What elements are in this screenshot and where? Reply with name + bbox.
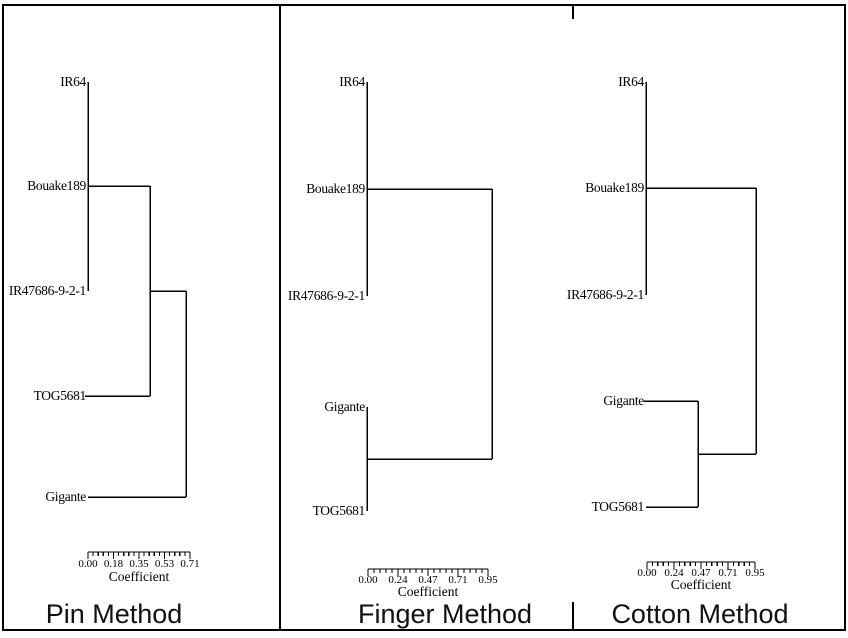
taxon-label-cotton-2: IR47686-9-2-1 xyxy=(566,287,644,302)
axis-ruler-finger xyxy=(367,568,489,576)
taxon-label-finger-3: Gigante xyxy=(324,399,365,414)
axis-title-cotton: Coefficient xyxy=(670,577,732,592)
panel-divider-finger-cotton xyxy=(572,602,574,629)
axis-tick-label-finger-3: 0.71 xyxy=(448,574,468,586)
taxon-label-finger-0: IR64 xyxy=(339,74,365,89)
axis-tick-label-pin-1: 0.18 xyxy=(103,558,124,570)
axis-ruler-pin xyxy=(87,551,191,559)
method-title-cotton: Cotton Method xyxy=(611,599,789,629)
taxon-label-pin-1: Bouake189 xyxy=(27,178,86,193)
panel-divider-top-stub xyxy=(572,4,574,19)
taxon-label-pin-3: TOG5681 xyxy=(33,388,87,403)
method-title-finger: Finger Method xyxy=(357,599,533,629)
axis-title-pin: Coefficient xyxy=(108,569,170,584)
taxon-label-pin-4: Gigante xyxy=(45,489,86,504)
axis-title-finger: Coefficient xyxy=(397,584,459,599)
taxon-label-finger-4: TOG5681 xyxy=(312,503,366,518)
taxon-label-finger-2: IR47686-9-2-1 xyxy=(287,288,365,303)
axis-tick-label-pin-2: 0.35 xyxy=(129,558,149,570)
method-title-pin: Pin Method xyxy=(45,599,183,629)
axis-tick-label-cotton-4: 0.95 xyxy=(745,567,765,579)
axis-tick-label-finger-2: 0.47 xyxy=(418,574,438,586)
taxon-label-cotton-0: IR64 xyxy=(618,74,644,89)
axis-tick-label-finger-4: 0.95 xyxy=(478,574,498,586)
taxon-label-pin-0: IR64 xyxy=(60,74,86,89)
taxon-label-cotton-4: TOG5681 xyxy=(591,499,645,514)
axis-tick-label-finger-1: 0.24 xyxy=(388,574,408,586)
axis-tick-label-pin-3: 0.53 xyxy=(154,558,175,570)
dendrogram-branches-pin xyxy=(85,82,187,498)
dendrogram-branches-cotton xyxy=(644,82,757,508)
dendrogram-branches-finger xyxy=(366,82,493,511)
axis-tick-label-cotton-1: 0.24 xyxy=(664,567,684,579)
axis-tick-label-cotton-2: 0.47 xyxy=(691,567,711,579)
figure-border xyxy=(2,4,846,631)
axis-tick-label-pin-0: 0.00 xyxy=(78,558,98,570)
panel-divider-pin-finger xyxy=(279,4,281,630)
axis-tick-label-finger-0: 0.00 xyxy=(358,574,378,586)
axis-tick-label-cotton-0: 0.00 xyxy=(637,567,657,579)
taxon-label-finger-1: Bouake189 xyxy=(306,181,365,196)
axis-ruler-cotton xyxy=(646,561,756,569)
taxon-label-cotton-3: Gigante xyxy=(603,393,644,408)
axis-tick-label-cotton-3: 0.71 xyxy=(718,567,738,579)
taxon-label-pin-2: IR47686-9-2-1 xyxy=(8,283,86,298)
axis-tick-label-pin-4: 0.71 xyxy=(180,558,200,570)
taxon-label-cotton-1: Bouake189 xyxy=(585,180,644,195)
